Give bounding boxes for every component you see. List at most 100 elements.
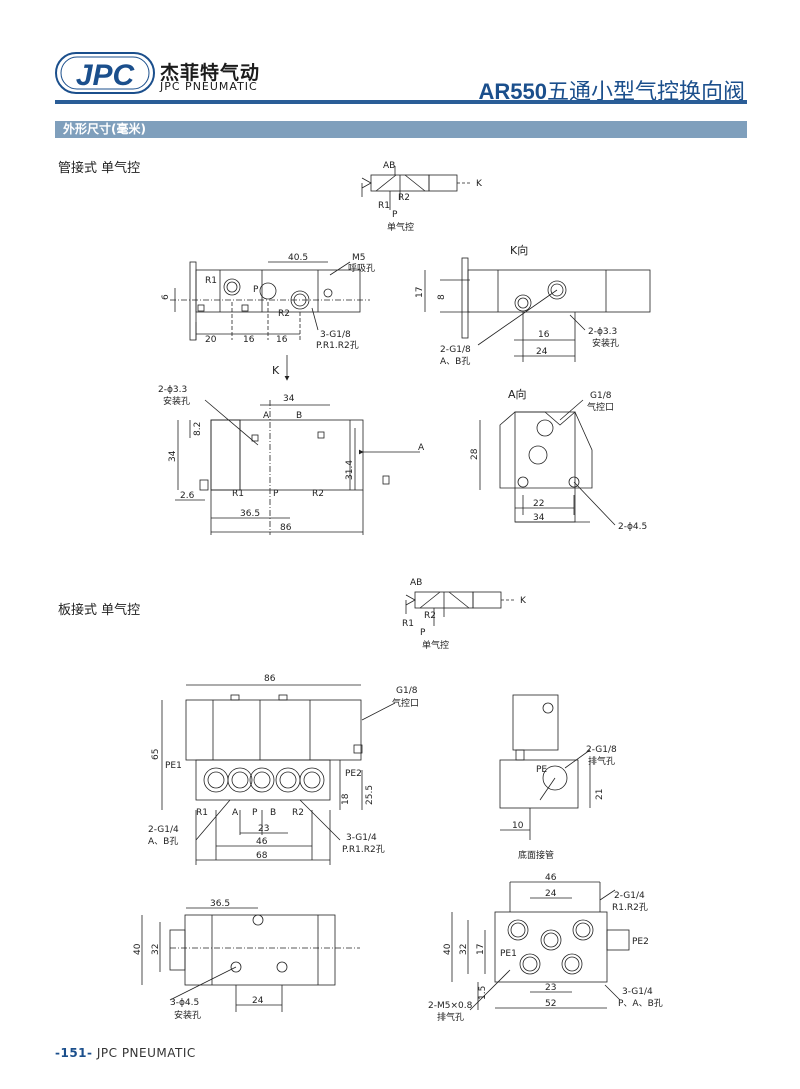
pb-m5: 2-M5×0.8 (428, 1001, 473, 1011)
dim-17-base: 17 (476, 944, 486, 955)
kv-holes-note: 安装孔 (592, 337, 619, 349)
pb-ports: 3-G1/4 (622, 987, 653, 997)
dim-34-a: 34 (533, 513, 545, 523)
dim-36-5-plate: 36.5 (210, 899, 230, 909)
page-footer: -151- JPC PNEUMATIC (55, 1046, 196, 1060)
fv-m5: M5 (352, 253, 366, 263)
plate-side-view (499, 694, 591, 840)
dim-40-5: 40.5 (288, 253, 308, 263)
tv-a: A (263, 411, 270, 421)
section-bar (55, 121, 747, 138)
dim-6: 6 (161, 294, 171, 300)
dim-40-pt: 40 (133, 943, 143, 955)
sym2-r2: R2 (424, 611, 436, 621)
ps-caption: 底面接管 (518, 849, 554, 861)
sym2-caption: 单气控 (422, 639, 449, 651)
pf-ports: 3-G1/4 (346, 833, 377, 843)
dim-68: 68 (256, 851, 268, 861)
dim-25-5: 25.5 (365, 785, 375, 805)
dim-36-5: 36.5 (240, 509, 260, 519)
sym2-p: P (420, 628, 426, 638)
sym1-p: P (392, 210, 398, 220)
dim-28: 28 (470, 448, 480, 460)
av-holes: 2-ϕ4.5 (618, 522, 647, 532)
av-pilot-note: 气控口 (587, 401, 614, 413)
pf-p: P (252, 808, 258, 818)
sym2-k: K (520, 596, 527, 606)
dim-2-6: 2.6 (180, 491, 195, 501)
dim-8: 8 (437, 294, 447, 300)
dim-16b: 16 (276, 335, 288, 345)
dim-34-top: 34 (283, 394, 295, 404)
pb-m5-note: 排气孔 (437, 1011, 464, 1023)
pb-pe2: PE2 (632, 937, 649, 947)
dim-21: 21 (595, 789, 605, 800)
av-pilot: G1/8 (590, 391, 612, 401)
sym1-ab: AB (383, 161, 395, 171)
dim-32-pt: 32 (151, 944, 161, 955)
pf-r2: R2 (292, 808, 304, 818)
dim-1-5: 1.5 (478, 986, 488, 1000)
pf-ports-note: P.R1.R2孔 (342, 844, 385, 855)
dim-52: 52 (545, 999, 556, 1009)
dim-86-top: 86 (280, 523, 292, 533)
dim-65: 65 (151, 749, 161, 760)
plate-top-view (141, 907, 360, 1012)
pb-r-note: R1.R2孔 (612, 902, 648, 913)
section-label: 外形尺寸(毫米) (63, 122, 146, 136)
pb-ports-note: P、A、B孔 (618, 998, 663, 1009)
dim-86-plate: 86 (264, 674, 276, 684)
pf-pe2: PE2 (345, 769, 362, 779)
a-view-title: A向 (508, 387, 527, 401)
dim-23: 23 (258, 824, 269, 834)
fv-ports-note: P.R1.R2孔 (316, 340, 359, 351)
valve-symbol-1 (361, 166, 472, 210)
dim-8-2: 8.2 (193, 422, 203, 436)
pipe-front-view (170, 261, 370, 341)
pt-holes: 3-ϕ4.5 (170, 998, 199, 1008)
sym1-k: K (476, 179, 483, 189)
fv-ports: 3-G1/8 (320, 330, 351, 340)
tv-arrow-a: A (418, 443, 425, 453)
valve-symbol-2 (405, 591, 516, 626)
pf-a: A (232, 808, 239, 818)
tv-r1: R1 (232, 489, 244, 499)
tv-p: P (273, 489, 279, 499)
kv-ab: 2-G1/8 (440, 345, 471, 355)
jpc-logo-icon: JPC (55, 52, 155, 94)
ps-exhaust-note: 排气孔 (588, 755, 615, 767)
dim-34-side: 34 (168, 450, 178, 462)
sym1-r1: R1 (378, 201, 390, 211)
k-arrow-label: K (272, 364, 280, 377)
fv-r2: R2 (278, 309, 290, 319)
tv-b: B (296, 411, 302, 421)
tv-r2: R2 (312, 489, 324, 499)
dim-23-base: 23 (545, 983, 556, 993)
page-number: -151- (55, 1046, 93, 1060)
pipe-type-heading: 管接式 单气控 (58, 161, 141, 176)
dim-22: 22 (533, 499, 544, 509)
fv-p: P (253, 285, 259, 295)
dim-10: 10 (512, 821, 524, 831)
dim-24-k: 24 (536, 347, 548, 357)
fv-r1: R1 (205, 276, 217, 286)
sym2-r1: R1 (402, 619, 414, 629)
logo-text: JPC (76, 59, 136, 92)
ps-exhaust: 2-G1/8 (586, 745, 617, 755)
footer-brand: JPC PNEUMATIC (96, 1046, 196, 1060)
k-view-title: K向 (510, 243, 528, 257)
dim-20: 20 (205, 335, 217, 345)
brand-name-en: JPC PNEUMATIC (160, 80, 258, 93)
pf-pe1: PE1 (165, 761, 182, 771)
tv-holes-note: 安装孔 (163, 395, 190, 407)
plate-front-view (161, 684, 396, 865)
pipe-a-view (479, 399, 616, 526)
header-rule (55, 100, 747, 104)
tv-holes: 2-ϕ3.3 (158, 385, 187, 395)
plate-type-heading: 板接式 单气控 (58, 603, 141, 618)
kv-ab-note: A、B孔 (440, 356, 470, 367)
pf-ab-note: A、B孔 (148, 836, 178, 847)
dim-18: 18 (341, 793, 351, 805)
dim-40-base: 40 (443, 943, 453, 955)
